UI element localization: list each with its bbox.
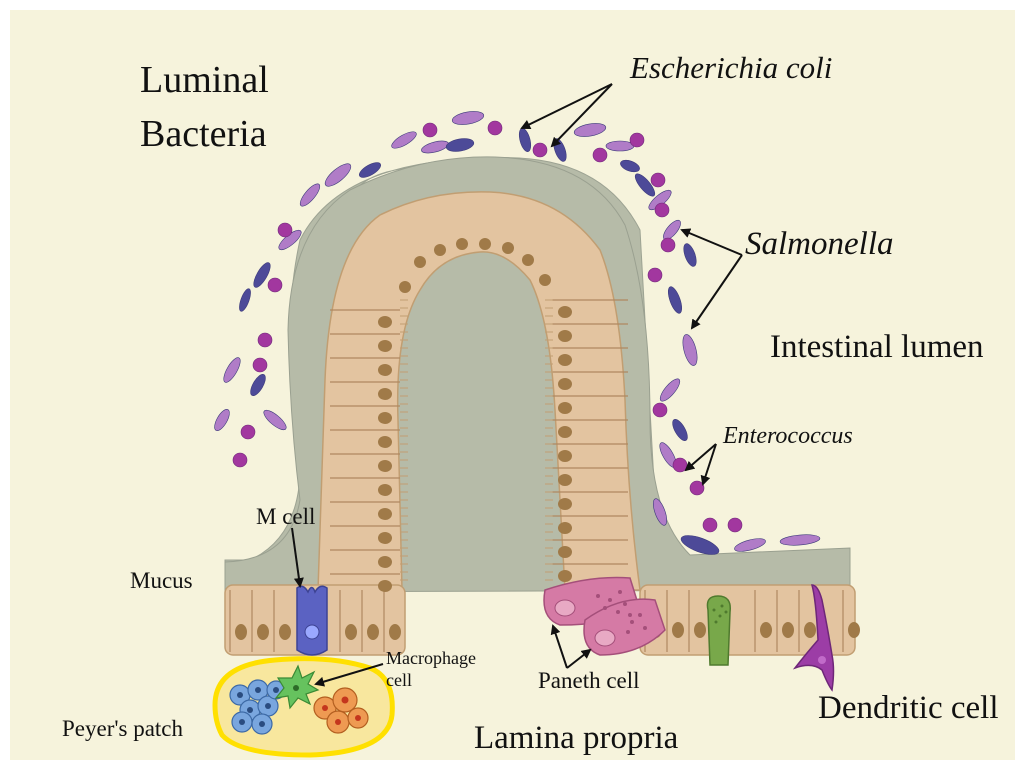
enterococcus-label: Enterococcus bbox=[722, 423, 853, 449]
nucleus bbox=[479, 238, 491, 250]
goblet-cell bbox=[707, 596, 730, 665]
nucleus bbox=[558, 498, 572, 510]
paneth-cell-label: Paneth cell bbox=[538, 668, 640, 693]
luminal-bacteria-label-line2: Bacteria bbox=[140, 113, 267, 155]
enterococcus-bacterium bbox=[653, 403, 667, 417]
enterococcus-bacterium bbox=[728, 518, 742, 532]
nucleus bbox=[558, 306, 572, 318]
nucleus bbox=[414, 256, 426, 268]
enterococcus-bacterium bbox=[648, 268, 662, 282]
enterococcus-bacterium bbox=[533, 143, 547, 157]
luminal-bacteria-label-line1: Luminal bbox=[140, 59, 269, 101]
peyers-patch-label: Peyer's patch bbox=[62, 716, 184, 741]
enterococcus-bacterium bbox=[258, 333, 272, 347]
nucleus bbox=[378, 460, 392, 472]
nucleus bbox=[345, 624, 357, 640]
nucleus bbox=[378, 316, 392, 328]
nucleus bbox=[558, 570, 572, 582]
peyers-patch bbox=[215, 659, 392, 755]
enterococcus-bacterium bbox=[233, 453, 247, 467]
macrophage-label-line1: Macrophage bbox=[386, 648, 476, 668]
nucleus bbox=[502, 242, 514, 254]
nucleus bbox=[378, 364, 392, 376]
nucleus bbox=[522, 254, 534, 266]
m-cell bbox=[297, 586, 327, 655]
nucleus bbox=[539, 274, 551, 286]
nucleus bbox=[558, 378, 572, 390]
nucleus bbox=[672, 622, 684, 638]
lamina-propria-label: Lamina propria bbox=[474, 720, 679, 756]
nucleus bbox=[378, 388, 392, 400]
salmonella-label: Salmonella bbox=[745, 226, 893, 262]
salmonella-bacterium bbox=[606, 141, 634, 151]
nucleus bbox=[804, 622, 816, 638]
nucleus bbox=[434, 244, 446, 256]
enterococcus-bacterium bbox=[651, 173, 665, 187]
nucleus bbox=[848, 622, 860, 638]
nucleus bbox=[378, 412, 392, 424]
nucleus bbox=[558, 546, 572, 558]
nucleus bbox=[399, 281, 411, 293]
nucleus bbox=[558, 402, 572, 414]
nucleus bbox=[378, 580, 392, 592]
nucleus bbox=[367, 624, 379, 640]
macrophage-label-line2: cell bbox=[386, 670, 412, 690]
nucleus bbox=[558, 450, 572, 462]
nucleus bbox=[694, 622, 706, 638]
nucleus bbox=[558, 474, 572, 486]
nucleus bbox=[279, 624, 291, 640]
nucleus bbox=[378, 532, 392, 544]
nucleus bbox=[558, 354, 572, 366]
dendritic-cell-label: Dendritic cell bbox=[818, 690, 999, 726]
escherichia-coli-label: Escherichia coli bbox=[629, 50, 832, 85]
nucleus bbox=[389, 624, 401, 640]
nucleus bbox=[558, 522, 572, 534]
intestinal-lumen-label: Intestinal lumen bbox=[770, 329, 984, 365]
nucleus bbox=[257, 624, 269, 640]
nucleus bbox=[378, 484, 392, 496]
enterococcus-bacterium bbox=[488, 121, 502, 135]
m-cell-label: M cell bbox=[256, 504, 315, 529]
enterococcus-bacterium bbox=[661, 238, 675, 252]
enterococcus-bacterium bbox=[278, 223, 292, 237]
nucleus bbox=[378, 340, 392, 352]
enterococcus-bacterium bbox=[241, 425, 255, 439]
nucleus bbox=[378, 508, 392, 520]
nucleus bbox=[378, 556, 392, 568]
nucleus bbox=[558, 426, 572, 438]
enterococcus-bacterium bbox=[423, 123, 437, 137]
mucus-label: Mucus bbox=[130, 568, 193, 593]
nucleus bbox=[456, 238, 468, 250]
enterococcus-bacterium bbox=[630, 133, 644, 147]
nucleus bbox=[235, 624, 247, 640]
nucleus bbox=[378, 436, 392, 448]
enterococcus-bacterium bbox=[690, 481, 704, 495]
nucleus bbox=[558, 330, 572, 342]
enterococcus-bacterium bbox=[253, 358, 267, 372]
enterococcus-bacterium bbox=[268, 278, 282, 292]
nucleus bbox=[760, 622, 772, 638]
enterococcus-bacterium bbox=[593, 148, 607, 162]
enterococcus-bacterium bbox=[703, 518, 717, 532]
nucleus bbox=[782, 622, 794, 638]
enterococcus-bacterium bbox=[673, 458, 687, 472]
enterococcus-bacterium bbox=[655, 203, 669, 217]
